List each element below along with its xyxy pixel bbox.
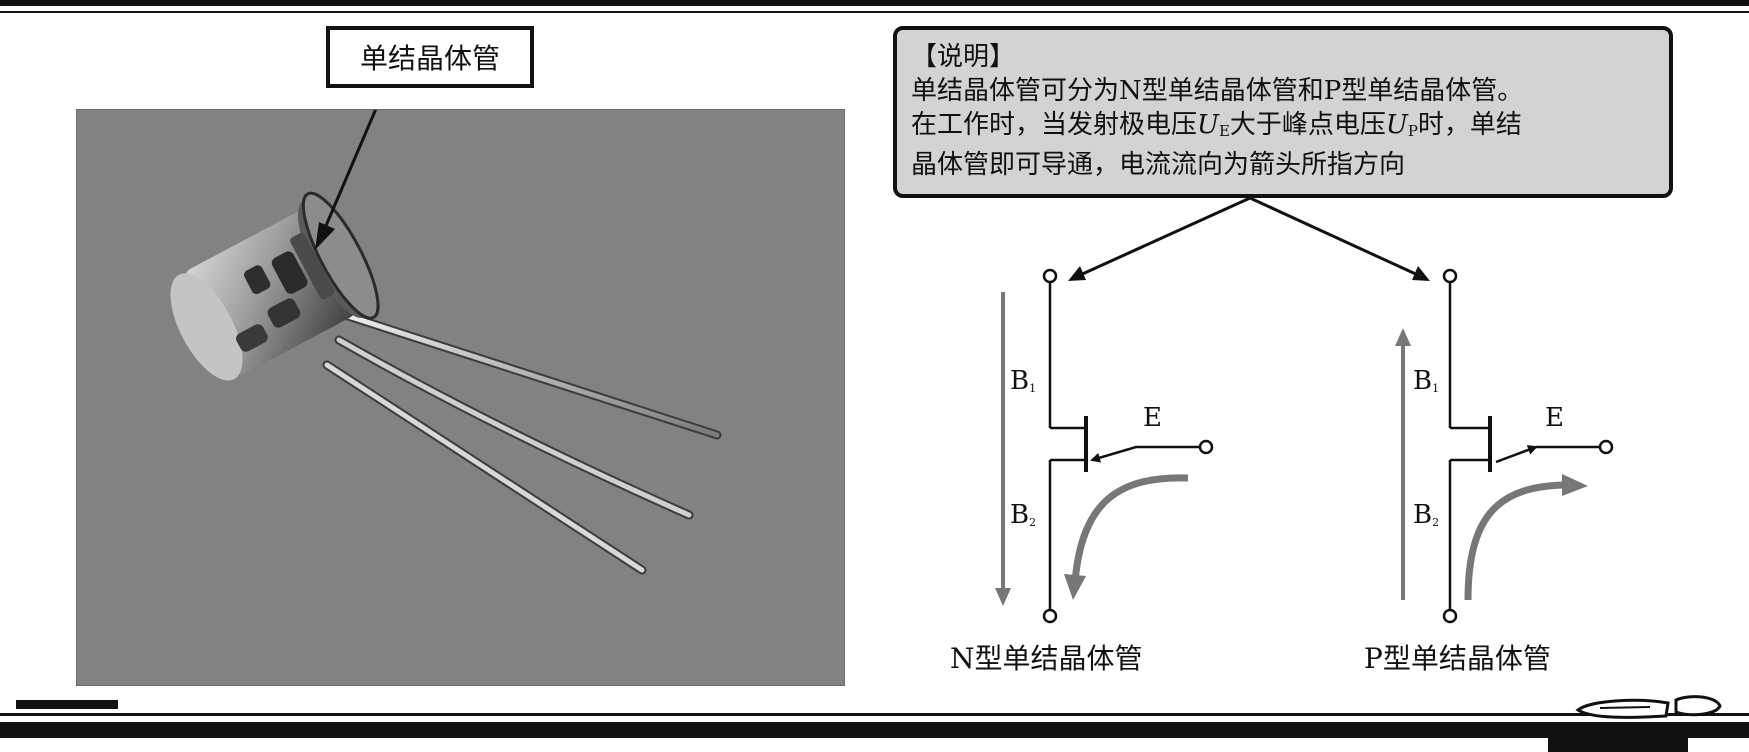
- n-type-flow-arrows: [995, 292, 1189, 606]
- p-type-b2-label: B2: [1413, 500, 1439, 530]
- n-type-caption: N型单结晶体管: [950, 642, 1143, 675]
- transistor-photo: [76, 109, 845, 686]
- p-type-e-label: E: [1545, 403, 1564, 433]
- note-pointer-arrows: [1068, 196, 1430, 281]
- top-border-rule: [0, 0, 1749, 6]
- explanation-title: 【说明】: [911, 42, 1016, 72]
- explanation-box: 【说明】 单结晶体管可分为N型单结晶体管和P型单结晶体管。 在工作时，当发射极电…: [893, 26, 1673, 198]
- up-symbol: U: [1385, 110, 1408, 140]
- n-type-b2-label: B2: [1010, 500, 1036, 530]
- ue-symbol: U: [1197, 110, 1219, 140]
- up-subscript: P: [1407, 122, 1418, 140]
- explanation-line-2b: 大于峰点电压: [1229, 110, 1386, 140]
- explanation-line-2c: 时，单结: [1417, 110, 1522, 140]
- p-type-b1-label: B1: [1413, 366, 1439, 396]
- bottom-border-rule: [0, 722, 1749, 738]
- explanation-line-2: 在工作时，当发射极电压UE大于峰点电压UP时，单结: [911, 108, 1657, 148]
- p-b2-sub: 2: [1432, 516, 1440, 529]
- p-type-caption: P型单结晶体管: [1364, 642, 1551, 675]
- n-b2-sub: 2: [1029, 516, 1037, 529]
- transistor-illustration: [170, 110, 722, 575]
- p-b2-letter: B: [1413, 500, 1433, 530]
- n-b2-letter: B: [1010, 500, 1030, 530]
- bottom-thin-rule: [0, 713, 1749, 716]
- top-border-thin-rule: [0, 11, 1749, 13]
- p-b1-sub: 1: [1432, 382, 1440, 395]
- p-type-symbol: [1442, 268, 1614, 624]
- p-b1-letter: B: [1413, 366, 1433, 396]
- explanation-line-1: 单结晶体管可分为N型单结晶体管和P型单结晶体管。: [911, 76, 1524, 106]
- bottom-right-tab: [1548, 736, 1688, 752]
- n-type-symbol: [1042, 268, 1214, 624]
- ue-subscript: E: [1218, 122, 1230, 140]
- n-b1-sub: 1: [1029, 382, 1037, 395]
- n-type-e-label: E: [1143, 403, 1162, 433]
- explanation-line-2a: 在工作时，当发射极电压: [911, 110, 1198, 140]
- n-b1-letter: B: [1010, 366, 1030, 396]
- transistor-callout-label: 单结晶体管: [326, 26, 534, 88]
- explanation-line-3: 晶体管即可导通，电流流向为箭头所指方向: [911, 150, 1406, 180]
- p-type-flow-arrows: [1395, 328, 1588, 601]
- bottom-short-rule: [16, 700, 118, 709]
- n-type-b1-label: B1: [1010, 366, 1036, 396]
